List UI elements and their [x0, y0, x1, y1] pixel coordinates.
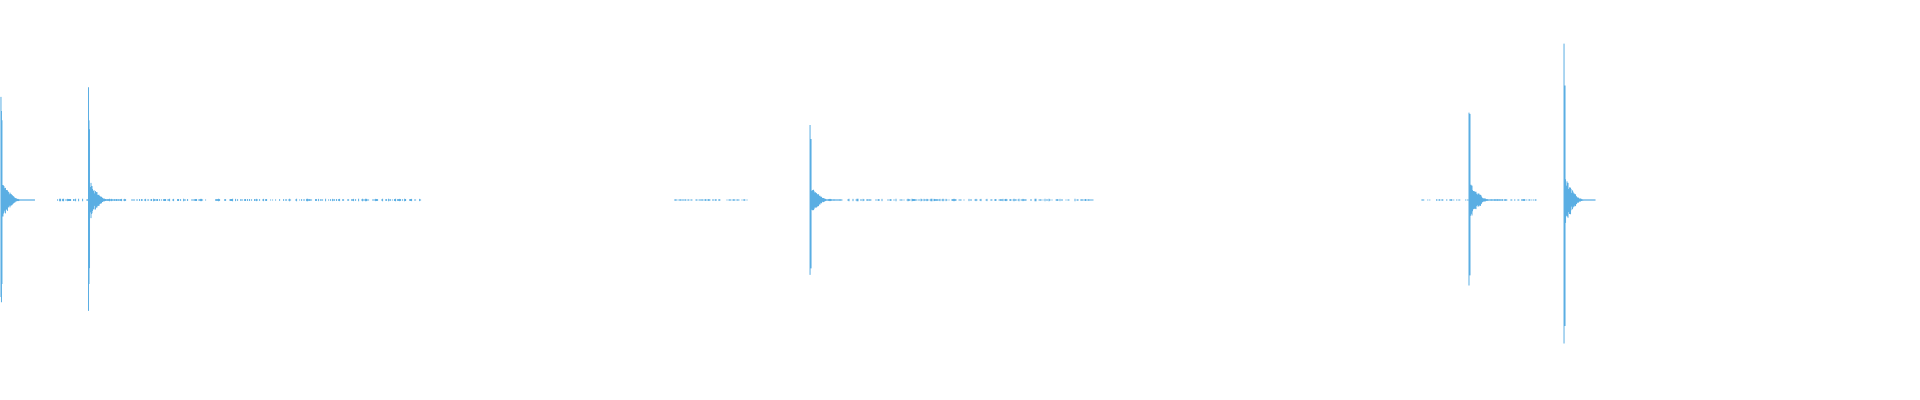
transient-3: [809, 125, 842, 275]
transient-2: [88, 87, 122, 311]
waveform-noise: [57, 198, 1537, 202]
transient-4: [1468, 112, 1503, 286]
transient-2-trace: [88, 87, 122, 311]
transient-1-trace: [0, 96, 35, 303]
noise-segment-4: [1421, 198, 1537, 202]
waveform-events: [0, 43, 1596, 344]
noise-segment-3: [815, 198, 1094, 202]
noise-segment-2: [674, 198, 748, 202]
transient-3-trace: [809, 125, 842, 275]
transient-5-trace: [1563, 43, 1596, 344]
noise-segment-1: [57, 198, 422, 202]
transient-4-trace: [1468, 112, 1503, 286]
transient-1: [0, 96, 35, 303]
transient-5: [1563, 43, 1596, 344]
